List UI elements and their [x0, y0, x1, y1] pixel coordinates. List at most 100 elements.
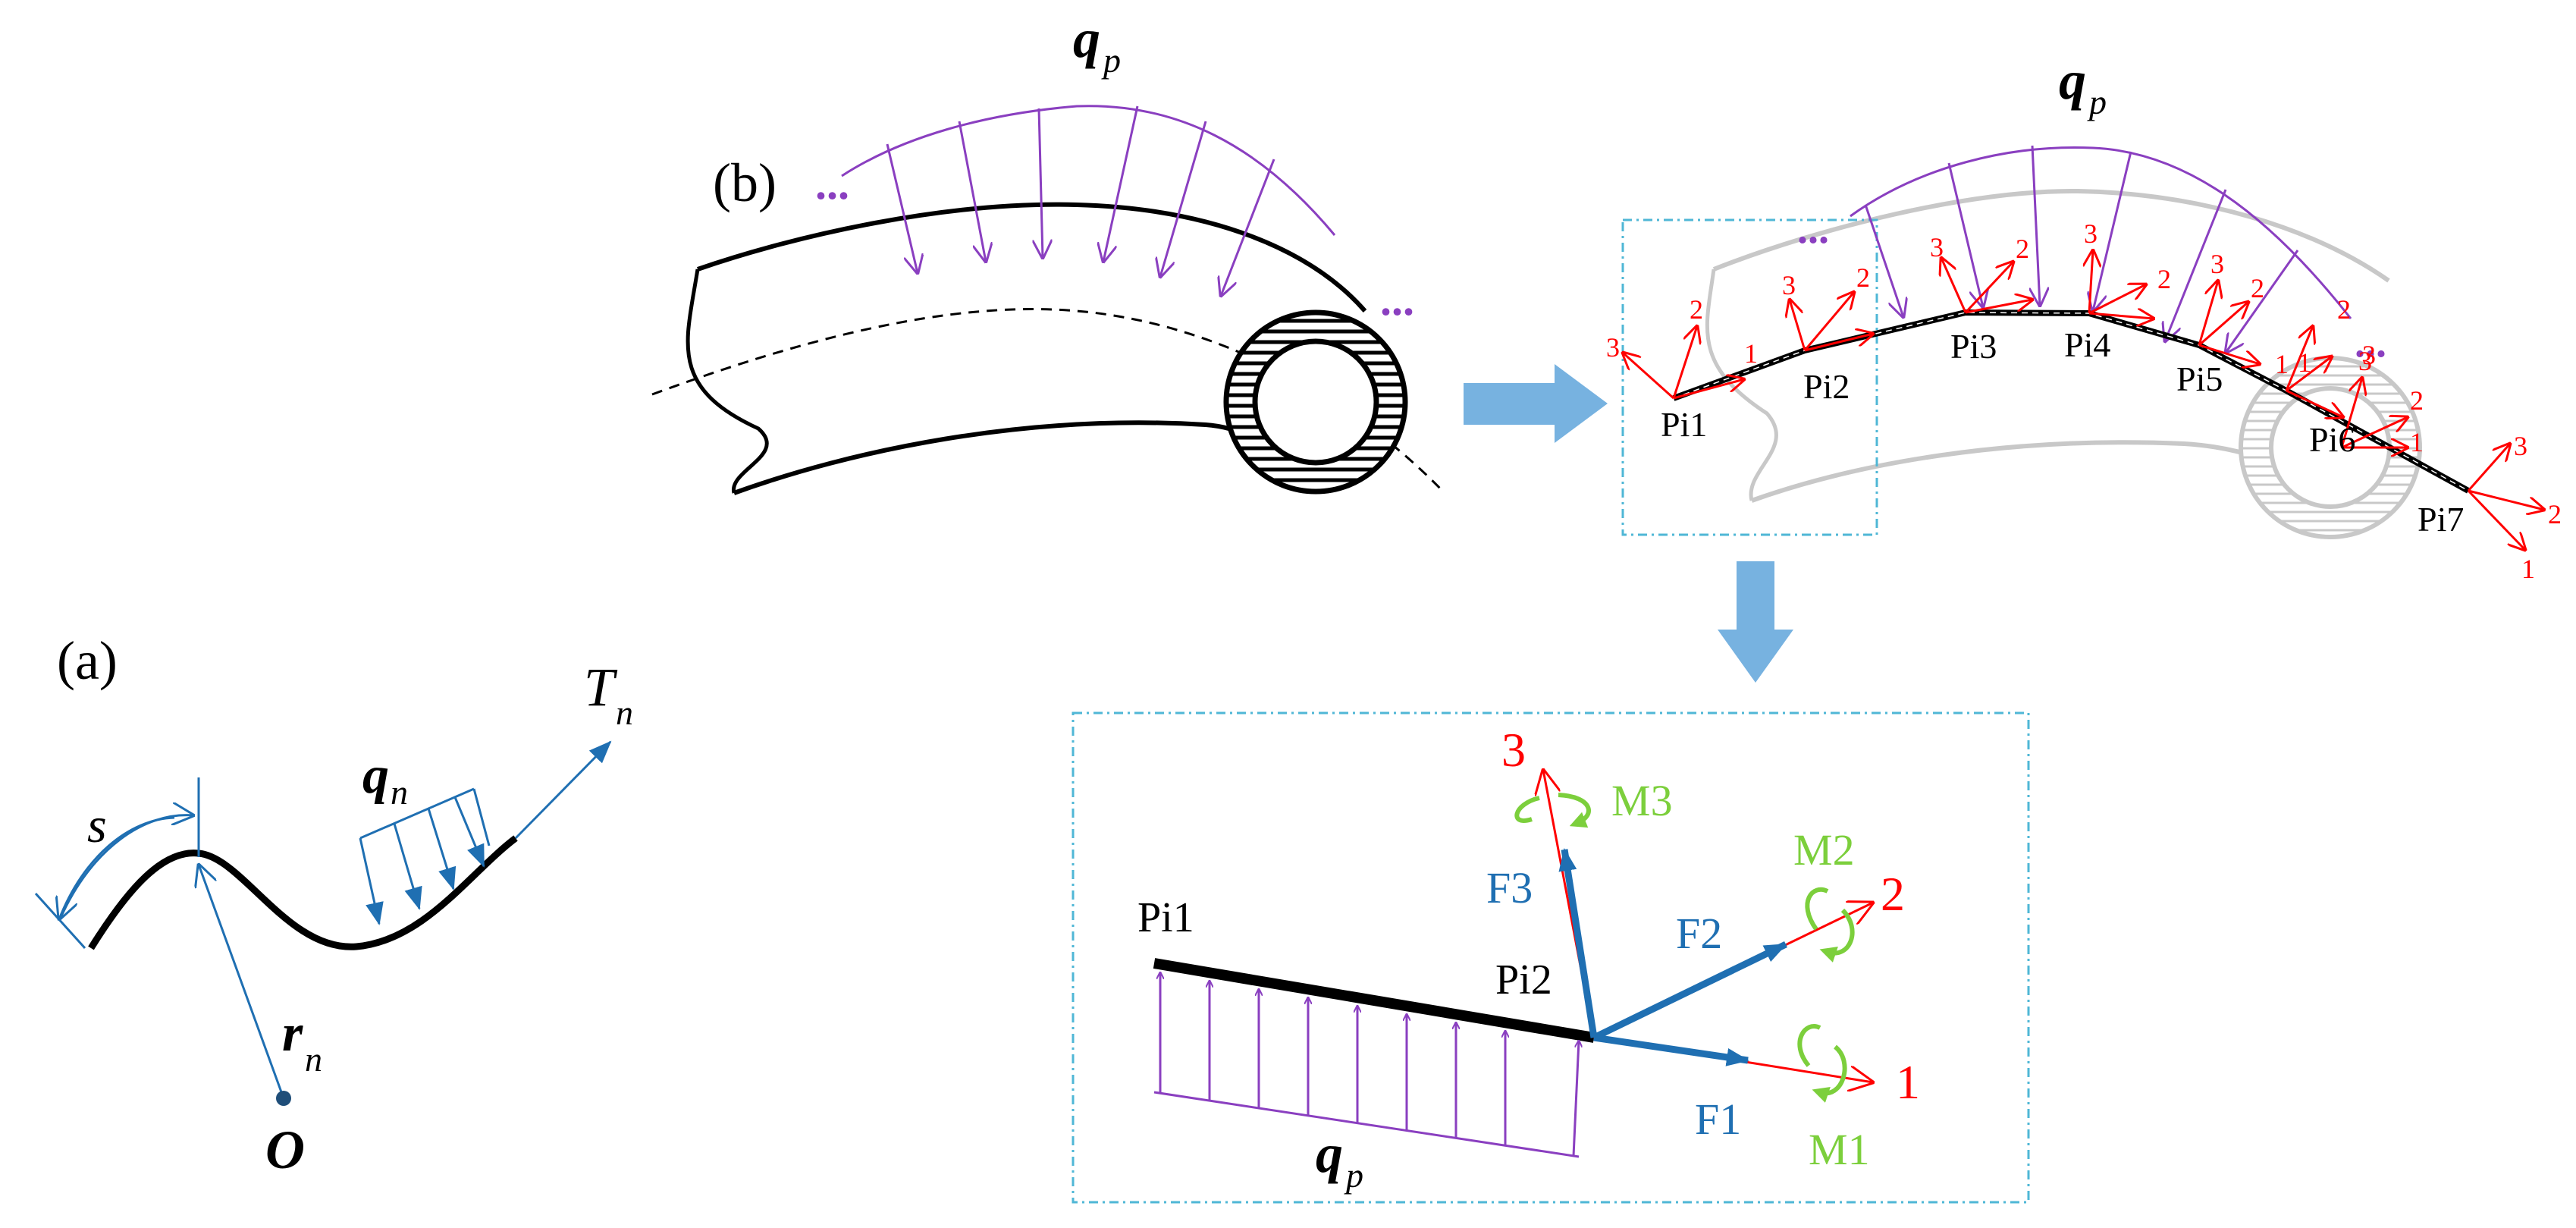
s-label: s [87, 798, 107, 853]
detail-qp-label-main: q [1316, 1123, 1343, 1184]
force-f3-arrow [1558, 848, 1598, 1038]
flow-arrow-right [1464, 364, 1608, 443]
frame-axis [1941, 258, 1967, 313]
force-f3-label: F3 [1486, 863, 1533, 912]
force-f1-label: F1 [1695, 1095, 1741, 1144]
qp-envelope-discrete [1850, 146, 2352, 319]
axis-label: 3 [1606, 332, 1620, 363]
qp-arrow [1221, 159, 1275, 296]
qp-arrow [1947, 162, 1983, 307]
frame-axis [2467, 444, 2510, 492]
node-label-pi3: Pi3 [1950, 327, 1997, 366]
axis-label: 3 [2210, 249, 2224, 279]
moment-m3-arc-right [1558, 793, 1591, 828]
frame-axis [1790, 300, 1806, 351]
axis-label: 1 [2521, 554, 2535, 584]
moment-m1-label: M1 [1809, 1125, 1870, 1174]
dots-left: ... [815, 159, 849, 209]
force-f2-label: F2 [1676, 909, 1722, 958]
tension-label-main: T [584, 657, 618, 718]
axis-label: 2 [2410, 385, 2424, 416]
frame-axis [1673, 379, 1744, 400]
ghost-cut-edge [1705, 269, 1778, 501]
qp-arrow [958, 121, 986, 262]
detail-box [1072, 711, 2030, 1204]
frame-axis [2198, 302, 2248, 347]
r-label-main: r [282, 1004, 303, 1063]
qp-arrow [2093, 151, 2132, 311]
frame-axis [1965, 300, 2032, 314]
detail-segment [1153, 958, 1595, 1043]
selection-box [1621, 218, 1878, 536]
frame-axis [2285, 326, 2313, 391]
panel-detail: Pi1 Pi2 q p 1 2 3 F1 F2 F3 [1072, 711, 2030, 1204]
detail-axis-1-label: 1 [1896, 1055, 1920, 1109]
qp-label-main: q [1073, 8, 1100, 69]
flow-arrow-down [1718, 561, 1793, 683]
outer-boundary-top [697, 202, 1367, 312]
qp-arrow [1039, 108, 1043, 258]
qp-arrow [1572, 1041, 1579, 1157]
qn-arrow [453, 796, 485, 868]
dots-right: ... [1380, 275, 1414, 325]
node-label-pi5: Pi5 [2176, 360, 2223, 398]
s-arc-arrow-back [59, 816, 175, 919]
qn-load-envelope [359, 787, 475, 840]
node-label-pi6: Pi6 [2309, 420, 2355, 459]
frame-axis [2340, 378, 2362, 448]
axis-label: 3 [2514, 431, 2527, 461]
tension-label-sub: n [616, 693, 633, 732]
qn-arrow-end [472, 788, 491, 846]
axis-label: 2 [2157, 264, 2171, 294]
node-label-pi4: Pi4 [2064, 325, 2110, 364]
axis-label: 2 [2016, 234, 2029, 264]
frame-axis [1672, 326, 1697, 399]
moment-m2-label: M2 [1793, 825, 1855, 875]
frame-axis [2468, 489, 2544, 510]
s-tick-left [34, 892, 86, 950]
axis-label: 3 [2084, 218, 2098, 249]
qp-arrow [1864, 204, 1903, 317]
moment-m2-arc-bottom [1819, 908, 1855, 963]
frame-axis [1964, 262, 2013, 314]
frame-axis [1803, 292, 1854, 351]
origin-dot [276, 1091, 291, 1106]
panel-discrete: ... ... q p 1 2 3 2 3 2 3 [1606, 50, 2562, 683]
axis-label: 1 [2298, 347, 2311, 378]
axis-label: 2 [2337, 294, 2351, 325]
force-f1-arrow [1593, 1034, 1749, 1066]
qn-arrow [427, 808, 457, 890]
moment-m1-arc-top [1797, 1024, 1821, 1067]
qp-envelope [841, 105, 1336, 236]
axis-label: 1 [2410, 427, 2424, 457]
detail-qp-label-sub: p [1344, 1156, 1363, 1195]
node-label-pi1: Pi1 [1661, 405, 1707, 444]
frame-axis [2198, 281, 2218, 346]
frame-axis [1623, 353, 1675, 400]
cut-edge [686, 269, 769, 494]
detail-end-node: Pi2 [1495, 956, 1552, 1003]
qn-load-arrows [359, 787, 491, 925]
qp-arrow [2165, 189, 2227, 341]
detail-axis-3-label: 3 [1501, 723, 1526, 777]
qp-arrow [2032, 145, 2040, 306]
r-vector-arrow [199, 865, 285, 1099]
frame-axis [2088, 313, 2154, 319]
axis-label: 1 [2275, 349, 2289, 379]
qp-arrow [886, 143, 918, 273]
frame-axis [2088, 284, 2146, 315]
qp-load-arrows-discrete [1864, 145, 2299, 353]
moment-m3-arc-left [1514, 796, 1540, 823]
axis-label: 2 [1856, 262, 1870, 293]
detail-start-node: Pi1 [1137, 894, 1194, 941]
ghost-boundary-top [1712, 188, 2390, 283]
qp-load-arrows [886, 105, 1275, 296]
qp-discrete-label-sub: p [2087, 83, 2107, 121]
axis-label: 2 [2251, 273, 2264, 303]
frame-axis [1804, 334, 1873, 352]
frame-axis [2467, 489, 2525, 550]
panel-a-tag: (a) [57, 630, 118, 691]
axis-label: 2 [1690, 294, 1703, 325]
qn-label-main: q [362, 746, 389, 805]
